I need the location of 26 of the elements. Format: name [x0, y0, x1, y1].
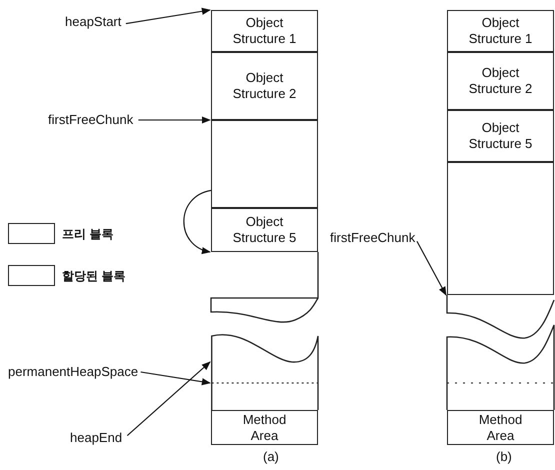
free-block	[211, 120, 318, 208]
heap-region-drawing	[211, 334, 319, 410]
pointer-label: firstFreeChunk	[48, 112, 134, 128]
panel-label: (b)	[496, 449, 512, 465]
memory-block: Method Area	[447, 410, 554, 445]
arrow	[183, 190, 212, 254]
pointer-label: heapEnd	[70, 430, 122, 446]
arrow	[416, 240, 446, 296]
pointer-label: firstFreeChunk	[330, 230, 416, 246]
legend-label: 할당된 블록	[62, 268, 126, 284]
legend-label: 프리 블록	[62, 226, 114, 242]
pointer-label: permanentHeapSpace	[8, 364, 138, 380]
free-block	[447, 162, 554, 295]
panel-label: (a)	[263, 449, 279, 465]
arrow	[126, 8, 211, 24]
memory-block: Object Structure 1	[447, 10, 554, 52]
arrow	[138, 116, 211, 124]
memory-block: Object Structure 1	[211, 10, 318, 52]
memory-block: Object Structure 2	[447, 52, 554, 110]
memory-block: Object Structure 2	[211, 52, 318, 120]
memory-block: Method Area	[211, 410, 318, 445]
arrow	[140, 371, 211, 386]
memory-block: Object Structure 5	[211, 208, 318, 252]
arrow	[126, 361, 211, 436]
memory-block: Object Structure 5	[447, 110, 554, 162]
pointer-label: heapStart	[65, 14, 122, 30]
